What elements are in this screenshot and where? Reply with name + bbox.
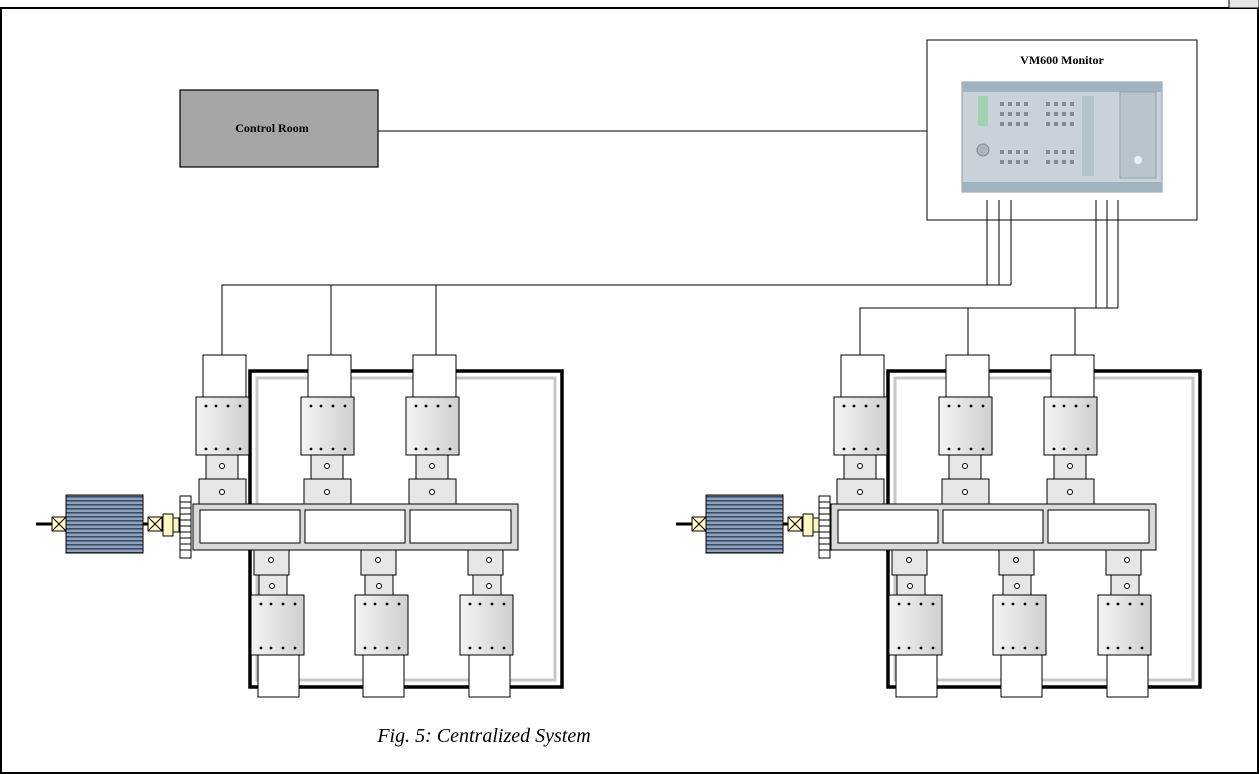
corner-tab	[1229, 0, 1259, 8]
monitor-rack-image	[962, 82, 1162, 192]
control-room: Control Room	[180, 90, 378, 167]
left-bottom-sensor-1	[251, 550, 304, 697]
figure-caption: Fig. 5: Centralized System	[376, 725, 590, 747]
right-motor	[676, 495, 830, 558]
right-sensor-bus	[860, 308, 1118, 355]
right-bottom-sensor-3	[1098, 550, 1151, 697]
left-top-sensor-1	[196, 355, 249, 505]
left-top-sensor-2	[301, 355, 354, 505]
control-room-label: Control Room	[235, 121, 308, 135]
left-machine-train	[36, 355, 562, 697]
left-shaft-body	[193, 504, 518, 550]
vm600-monitor: VM600 Monitor	[927, 40, 1197, 308]
right-bottom-sensor-1	[889, 550, 942, 697]
left-sensor-bus	[222, 285, 1011, 355]
right-bottom-sensor-2	[993, 550, 1046, 697]
left-bottom-sensor-3	[460, 550, 513, 697]
left-motor	[36, 495, 191, 558]
monitor-label: VM600 Monitor	[1020, 53, 1104, 67]
left-top-sensor-3	[406, 355, 459, 505]
left-bottom-sensor-2	[355, 550, 408, 697]
right-top-sensor-3	[1044, 355, 1097, 505]
right-shaft-body	[831, 504, 1156, 550]
right-machine-train	[676, 355, 1200, 697]
right-top-sensor-1	[834, 355, 887, 505]
right-top-sensor-2	[939, 355, 992, 505]
